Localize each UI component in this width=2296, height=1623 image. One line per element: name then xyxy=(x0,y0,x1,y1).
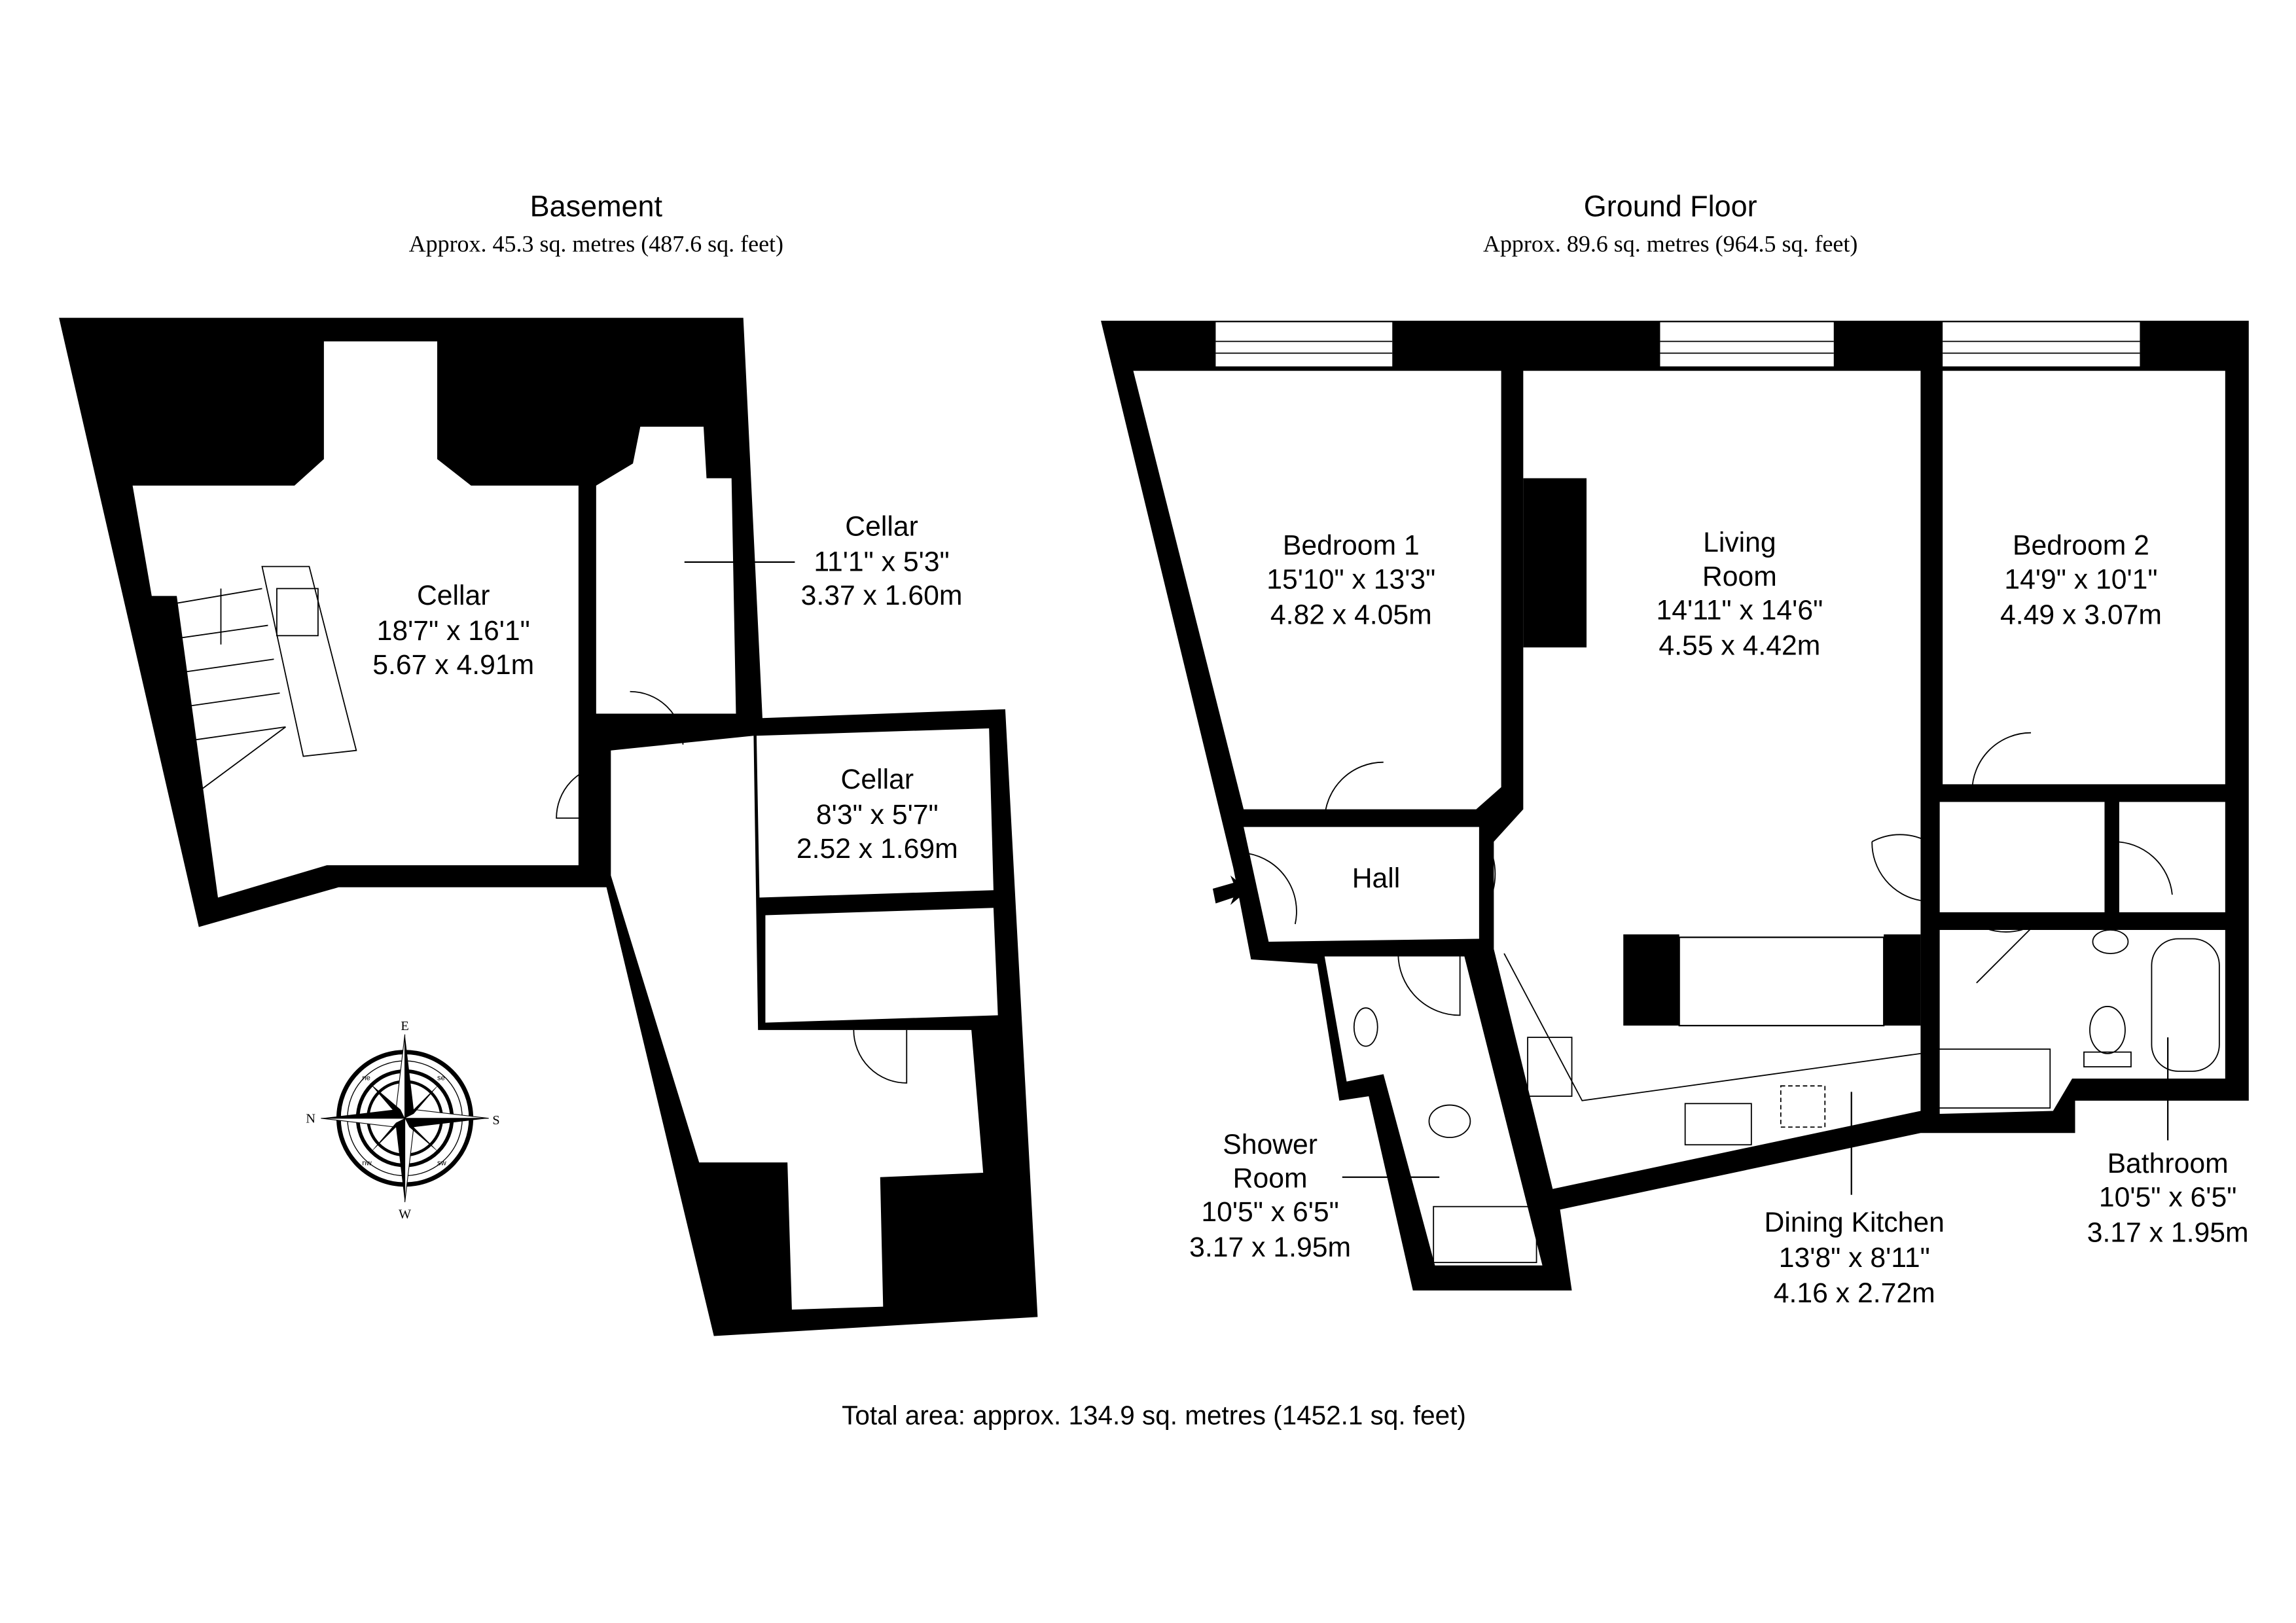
svg-text:18'7" x 16'1": 18'7" x 16'1" xyxy=(377,615,530,647)
svg-text:Living: Living xyxy=(1703,527,1776,558)
svg-text:14'9" x 10'1": 14'9" x 10'1" xyxy=(2004,563,2157,595)
ground-floor-area: Approx. 89.6 sq. metres (964.5 sq. feet) xyxy=(1483,230,1857,257)
basement-cellar-2-label: Cellar 11'1" x 5'3" 3.37 x 1.60m xyxy=(684,510,963,611)
svg-text:Room: Room xyxy=(1702,561,1777,592)
svg-text:8'3" x 5'7": 8'3" x 5'7" xyxy=(816,799,939,830)
svg-text:Cellar: Cellar xyxy=(417,580,490,611)
ground-floor-title: Ground Floor xyxy=(1584,190,1757,223)
compass-nw: nw xyxy=(362,1160,372,1168)
svg-text:10'5" x 6'5": 10'5" x 6'5" xyxy=(2099,1182,2236,1213)
basement-title: Basement xyxy=(530,190,663,223)
compass-rose-icon: E W N S ne se sw nw xyxy=(306,1019,499,1222)
svg-text:4.55 x 4.42m: 4.55 x 4.42m xyxy=(1659,630,1820,662)
basement-area: Approx. 45.3 sq. metres (487.6 sq. feet) xyxy=(409,230,783,257)
svg-text:11'1" x 5'3": 11'1" x 5'3" xyxy=(814,546,949,577)
compass-sw: sw xyxy=(437,1160,447,1168)
svg-text:14'11" x 14'6": 14'11" x 14'6" xyxy=(1656,595,1823,626)
svg-text:4.49 x 3.07m: 4.49 x 3.07m xyxy=(2000,599,2162,630)
basement-plan xyxy=(59,317,1038,1336)
svg-text:Bedroom 2: Bedroom 2 xyxy=(2013,530,2149,562)
svg-text:2.52 x 1.69m: 2.52 x 1.69m xyxy=(797,833,958,865)
svg-text:Cellar: Cellar xyxy=(841,764,914,795)
compass-ne: ne xyxy=(362,1074,370,1082)
svg-text:4.82 x 4.05m: 4.82 x 4.05m xyxy=(1270,599,1432,630)
svg-text:4.16 x 2.72m: 4.16 x 2.72m xyxy=(1774,1277,1935,1309)
bathroom-label: Bathroom 10'5" x 6'5" 3.17 x 1.95m xyxy=(2087,1037,2249,1249)
svg-text:3.17 x 1.95m: 3.17 x 1.95m xyxy=(2087,1217,2249,1249)
dining-kitchen-label: Dining Kitchen 13'8" x 8'11" 4.16 x 2.72… xyxy=(1765,1092,1945,1309)
bedroom-2-label: Bedroom 2 14'9" x 10'1" 4.49 x 3.07m xyxy=(2000,530,2162,631)
basement-cellar-1-label: Cellar 18'7" x 16'1" 5.67 x 4.91m xyxy=(372,580,534,681)
svg-text:Cellar: Cellar xyxy=(845,510,918,542)
svg-text:13'8" x 8'11": 13'8" x 8'11" xyxy=(1779,1242,1930,1274)
entrance-arrow-icon xyxy=(1212,875,1248,905)
svg-text:15'10" x 13'3": 15'10" x 13'3" xyxy=(1266,563,1435,595)
shower-room-label: Shower Room 10'5" x 6'5" 3.17 x 1.95m xyxy=(1189,1129,1440,1263)
compass-e: E xyxy=(401,1019,408,1033)
bedroom-1-label: Bedroom 1 15'10" x 13'3" 4.82 x 4.05m xyxy=(1266,530,1435,631)
svg-text:5.67 x 4.91m: 5.67 x 4.91m xyxy=(372,649,534,681)
svg-text:Room: Room xyxy=(1233,1162,1308,1194)
svg-text:10'5" x 6'5": 10'5" x 6'5" xyxy=(1201,1196,1338,1228)
compass-n: N xyxy=(306,1112,315,1126)
svg-text:Bedroom 1: Bedroom 1 xyxy=(1283,530,1420,562)
svg-text:Bathroom: Bathroom xyxy=(2108,1148,2229,1179)
total-area: Total area: approx. 134.9 sq. metres (14… xyxy=(842,1400,1466,1430)
compass-w: W xyxy=(399,1207,412,1222)
living-room-label: Living Room 14'11" x 14'6" 4.55 x 4.42m xyxy=(1656,527,1823,661)
svg-text:Shower: Shower xyxy=(1223,1129,1318,1160)
svg-text:3.37 x 1.60m: 3.37 x 1.60m xyxy=(801,580,963,611)
svg-text:3.17 x 1.95m: 3.17 x 1.95m xyxy=(1189,1232,1351,1263)
compass-s: S xyxy=(492,1113,499,1128)
svg-text:Dining Kitchen: Dining Kitchen xyxy=(1765,1207,1945,1238)
basement-cellar-3-label: Cellar 8'3" x 5'7" 2.52 x 1.69m xyxy=(797,764,958,865)
hall-label: Hall xyxy=(1352,863,1401,894)
compass-se: se xyxy=(437,1074,445,1082)
ground-floor-plan xyxy=(1101,321,2249,1291)
